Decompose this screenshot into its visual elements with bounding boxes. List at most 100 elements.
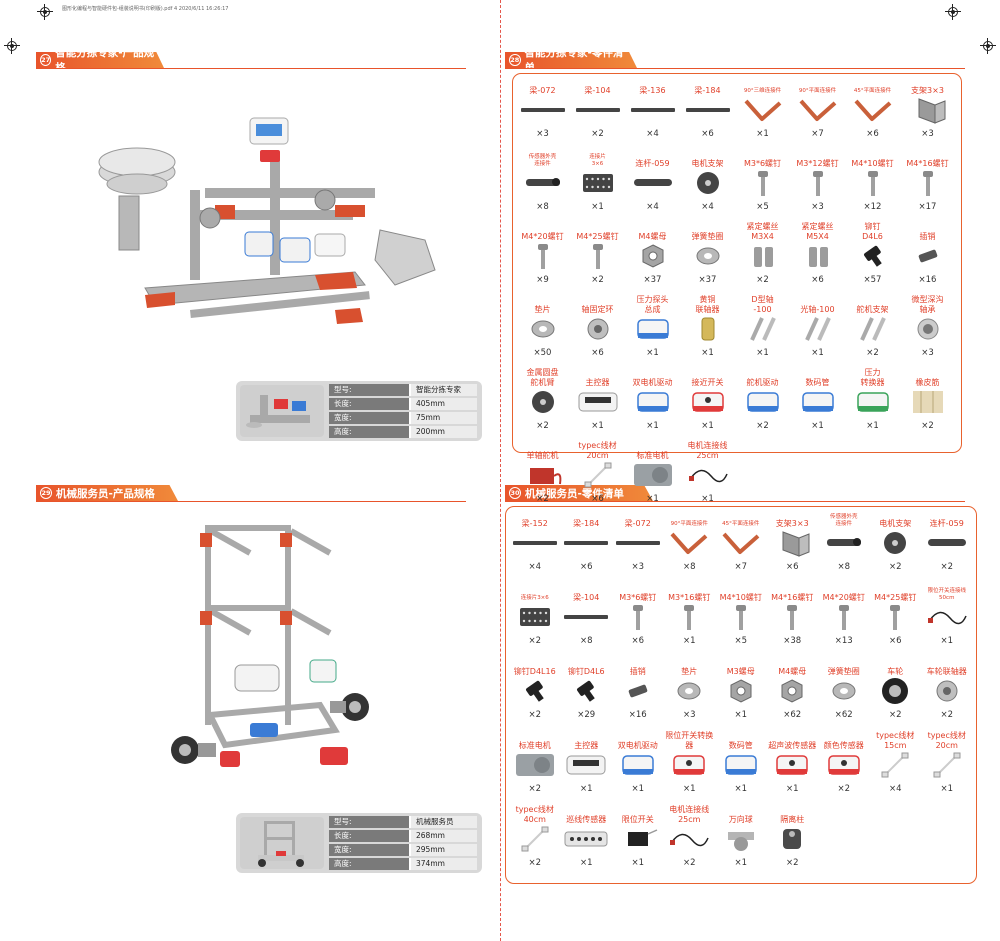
part-name: M4*16螺钉	[906, 158, 949, 168]
part-item: 万向球 ×1	[715, 804, 767, 868]
part-name: 支架3×3	[911, 85, 944, 95]
part-name: 数码管	[728, 740, 753, 750]
spec-card-sorting: 型号:智能分拣专家 长度:405mm 宽度:75mm 高度:200mm	[236, 381, 482, 441]
bracket-icon	[795, 95, 841, 125]
module-green-icon	[850, 387, 896, 417]
section-title: 机械服务员-产品规格	[56, 487, 155, 500]
part-quantity: ×1	[591, 202, 604, 212]
part-name: typec线材 40cm	[515, 805, 554, 824]
section-underline	[505, 68, 965, 69]
disc-icon	[520, 387, 566, 417]
section-title: 智能分拣专家-产品规格	[55, 47, 155, 74]
part-name: 梁-184	[694, 85, 721, 95]
corner-icon	[905, 95, 951, 125]
part-item: 颜色传感器×2	[818, 730, 870, 795]
part-quantity: ×3	[811, 202, 824, 212]
part-name: 主控器	[574, 740, 599, 750]
part-item: 连接片 3×6×1	[570, 148, 625, 212]
part-quantity: ×8	[579, 636, 593, 646]
cable-icon	[512, 824, 558, 854]
screw-icon	[575, 241, 621, 271]
beam-icon	[563, 602, 609, 632]
part-name: M3*6螺钉	[619, 592, 657, 602]
part-item: 梁-072×3	[515, 75, 570, 139]
part-quantity: ×2	[591, 275, 604, 285]
screw-icon	[850, 168, 896, 198]
part-quantity: ×6	[591, 348, 604, 358]
part-quantity: ×2	[528, 636, 542, 646]
shaft-icon	[850, 314, 896, 344]
part-name: 梁-104	[584, 85, 611, 95]
part-name: 巡线传感器	[566, 814, 607, 824]
shaft-icon	[740, 314, 786, 344]
part-item: 限位开关转换器×1	[664, 730, 716, 794]
part-item: M4*10螺钉×5	[715, 582, 767, 647]
part-quantity: ×6	[701, 129, 714, 139]
part-quantity: ×2	[682, 858, 696, 868]
part-quantity: ×2	[528, 710, 542, 720]
spec-card-waiter: 型号:机械服务员 长度:268mm 宽度:295mm 高度:374mm	[236, 813, 482, 873]
part-item: M3螺母×1	[715, 656, 767, 721]
rivet-icon	[563, 676, 609, 706]
link-icon	[924, 528, 970, 558]
parts-list-panel-sorting	[512, 73, 962, 453]
part-quantity: ×1	[866, 421, 879, 431]
part-item: M4*25螺钉×2	[570, 221, 625, 286]
part-name: 铆钉D4L6	[567, 666, 605, 676]
part-name: 电机支架	[879, 518, 912, 528]
part-quantity: ×6	[579, 562, 593, 572]
part-name: 万向球	[728, 814, 753, 824]
part-name: 电机连接线 25cm	[687, 441, 728, 460]
part-item: typec线材 15cm×4	[870, 730, 922, 794]
section-underline	[36, 68, 466, 69]
part-item: 铆钉D4L6×29	[561, 656, 613, 721]
part-quantity: ×1	[785, 784, 799, 794]
part-quantity: ×1	[811, 348, 824, 358]
part-quantity: ×2	[785, 858, 799, 868]
part-item: 压力探头 总成×1	[625, 294, 680, 358]
part-quantity: ×4	[888, 784, 902, 794]
part-quantity: ×6	[631, 636, 645, 646]
part-item: 金属圆盘 舵机臂×2	[515, 367, 570, 431]
part-name: 限位开关转换器	[665, 731, 714, 750]
part-item: M4*10螺钉×12	[845, 148, 900, 213]
part-quantity: ×3	[921, 129, 934, 139]
part-name: 弹簧垫圈	[691, 231, 724, 241]
part-item: 90°平面连接件×7	[790, 75, 845, 139]
part-item: 铆钉 D4L6×57	[845, 221, 900, 285]
controller-icon	[575, 387, 621, 417]
rivet-icon	[512, 676, 558, 706]
part-name: 插销	[629, 666, 646, 676]
part-item: 标准电机×1	[625, 440, 680, 504]
module-icon	[615, 750, 661, 780]
part-quantity: ×62	[783, 710, 802, 720]
part-item: 双电机驱动×1	[625, 367, 680, 432]
part-name: 超声波传感器	[768, 740, 817, 750]
part-name: M4*10螺钉	[719, 592, 762, 602]
part-quantity: ×4	[701, 202, 714, 212]
part-quantity: ×6	[866, 129, 879, 139]
part-item: typec线材 20cm×6	[570, 440, 625, 504]
part-quantity: ×1	[591, 421, 604, 431]
sensor-link-icon	[520, 168, 566, 198]
part-name: 标准电机	[518, 740, 551, 750]
spec-row-model: 型号:智能分拣专家	[329, 384, 477, 396]
part-quantity: ×4	[528, 562, 542, 572]
collar-icon	[575, 314, 621, 344]
part-quantity: ×2	[888, 710, 902, 720]
part-name: 数码管	[805, 377, 830, 387]
part-name: 梁-184	[573, 518, 600, 528]
part-quantity: ×3	[921, 348, 934, 358]
part-quantity: ×1	[734, 858, 748, 868]
rivet-icon	[850, 241, 896, 271]
part-quantity: ×1	[701, 348, 714, 358]
part-item: 插销×16	[900, 221, 955, 285]
part-name: 光轴-100	[800, 304, 835, 314]
part-name: 垫片	[534, 304, 551, 314]
section-number: 28	[509, 54, 521, 66]
part-name: 梁-152	[521, 518, 548, 528]
part-name: 颜色传感器	[823, 740, 864, 750]
part-item: D型轴 -100×1	[735, 294, 790, 358]
module-icon	[740, 387, 786, 417]
part-quantity: ×1	[756, 348, 769, 358]
